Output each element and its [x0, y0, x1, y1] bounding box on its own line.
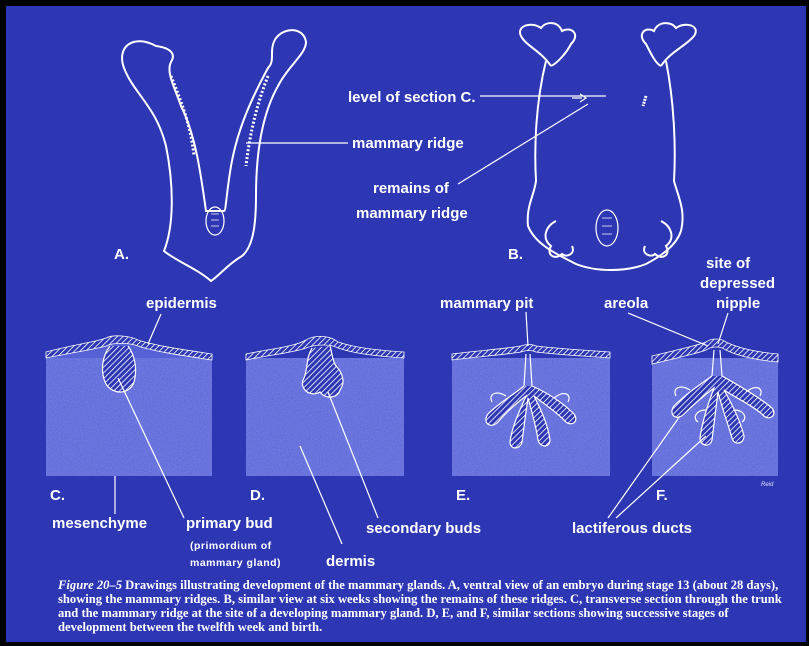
remains-leader: [458, 104, 588, 184]
primordium-label-2: mammary gland): [190, 557, 281, 569]
mammary-ridge-label: mammary ridge: [352, 135, 464, 152]
embryo-b: [520, 23, 696, 270]
panel-d-label: D.: [250, 487, 265, 504]
section-d: [246, 336, 404, 476]
section-c: [46, 336, 212, 476]
primary-bud-label: primary bud: [186, 515, 273, 532]
nipple-leader: [718, 313, 728, 344]
figure-caption: Figure 20–5 Drawings illustrating develo…: [58, 578, 798, 634]
site-of-label: site of: [706, 255, 751, 272]
mammary-pit-label: mammary pit: [440, 295, 533, 312]
primordium-label-1: (primordium of: [190, 540, 272, 552]
areola-label: areola: [604, 295, 649, 312]
lactiferous-ducts-label: lactiferous ducts: [572, 520, 692, 537]
areola-leader: [628, 313, 708, 346]
depressed-label: depressed: [700, 275, 775, 292]
remains-of-label: remains of: [373, 180, 450, 197]
figure-slide: A. B. level of section C. mammary ridge …: [6, 6, 806, 642]
level-of-section-label: level of section C.: [348, 89, 476, 106]
figure-number: Figure 20–5: [58, 578, 122, 592]
remains-mammary-ridge-label: mammary ridge: [356, 205, 468, 222]
panel-f-label: F.: [656, 487, 668, 504]
panel-c-label: C.: [50, 487, 65, 504]
dermis-label: dermis: [326, 553, 375, 570]
epidermis-label: epidermis: [146, 295, 217, 312]
section-e: [452, 345, 610, 477]
mammary-development-diagram: A. B. level of section C. mammary ridge …: [6, 6, 806, 642]
embryo-a: [122, 30, 306, 281]
artist-signature: Reid: [761, 482, 774, 488]
mesenchyme-label: mesenchyme: [52, 515, 147, 532]
epidermis-leader: [148, 314, 161, 344]
panel-e-label: E.: [456, 487, 470, 504]
panel-a-label: A.: [114, 246, 129, 263]
section-f: [652, 339, 778, 476]
mammary-pit-leader: [526, 312, 528, 346]
nipple-label: nipple: [716, 295, 760, 312]
panel-b-label: B.: [508, 246, 523, 263]
caption-text: Drawings illustrating development of the…: [58, 578, 782, 634]
secondary-buds-label: secondary buds: [366, 520, 481, 537]
